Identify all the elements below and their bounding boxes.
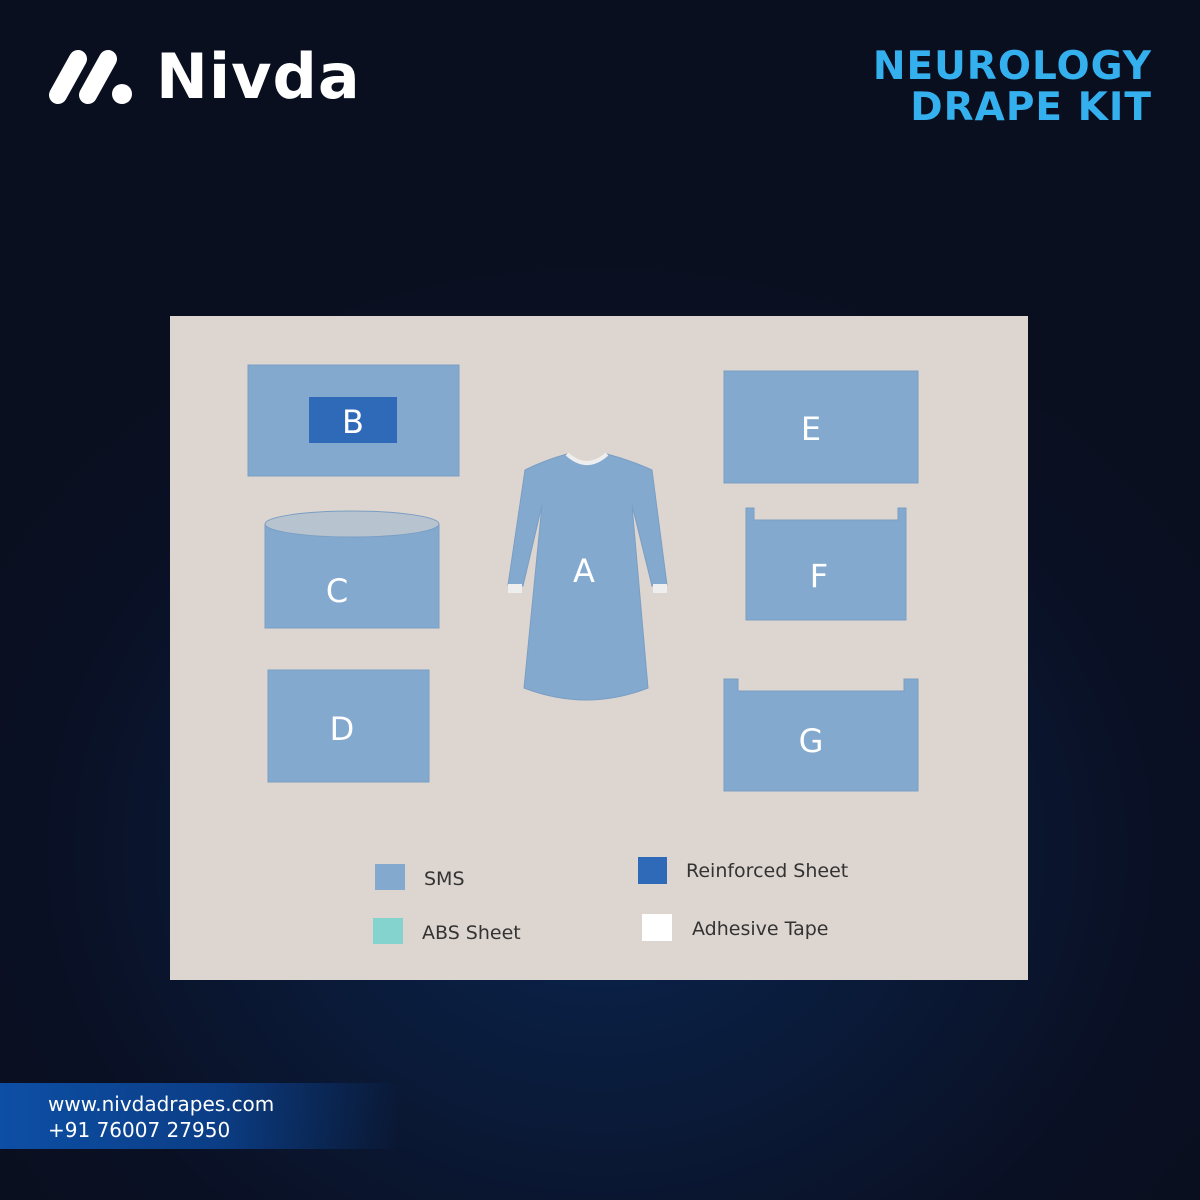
legend-swatch-abs [373, 918, 403, 944]
item-c-body [264, 523, 440, 629]
label-b: B [342, 403, 364, 441]
legend-sms: SMS [424, 868, 465, 890]
legend-swatch-reinforced [638, 857, 667, 884]
item-g-pouch [723, 678, 919, 792]
title-line-2: DRAPE KIT [910, 85, 1152, 130]
brand-name: Nivda [156, 40, 361, 113]
contact-bar: www.nivdadrapes.com +91 76007 27950 [0, 1083, 400, 1149]
title-line-1: NEUROLOGY [872, 44, 1152, 89]
item-d-sheet [267, 669, 430, 783]
item-f-pouch [745, 507, 907, 621]
phone-number[interactable]: +91 76007 27950 [48, 1118, 231, 1142]
label-a: A [573, 552, 595, 590]
label-d: D [330, 710, 355, 748]
legend-tape: Adhesive Tape [692, 918, 828, 940]
drape-kit-diagram: A B C D E F G SMS Reinforced Sheet ABS S… [170, 316, 1028, 980]
legend-reinforced: Reinforced Sheet [686, 860, 848, 882]
label-f: F [810, 557, 828, 595]
label-g: G [799, 722, 824, 760]
label-c: C [326, 572, 348, 610]
item-e-sheet [723, 370, 919, 484]
page-title: NEUROLOGY DRAPE KIT [873, 46, 1152, 128]
item-c-top [264, 510, 440, 538]
legend-abs: ABS Sheet [422, 922, 521, 944]
legend-swatch-sms [375, 864, 405, 890]
legend-swatch-tape [642, 914, 672, 941]
nivda-logo-icon [49, 50, 132, 104]
brand-logo: Nivda [48, 46, 361, 108]
label-e: E [801, 410, 821, 448]
website-link[interactable]: www.nivdadrapes.com [48, 1092, 275, 1116]
